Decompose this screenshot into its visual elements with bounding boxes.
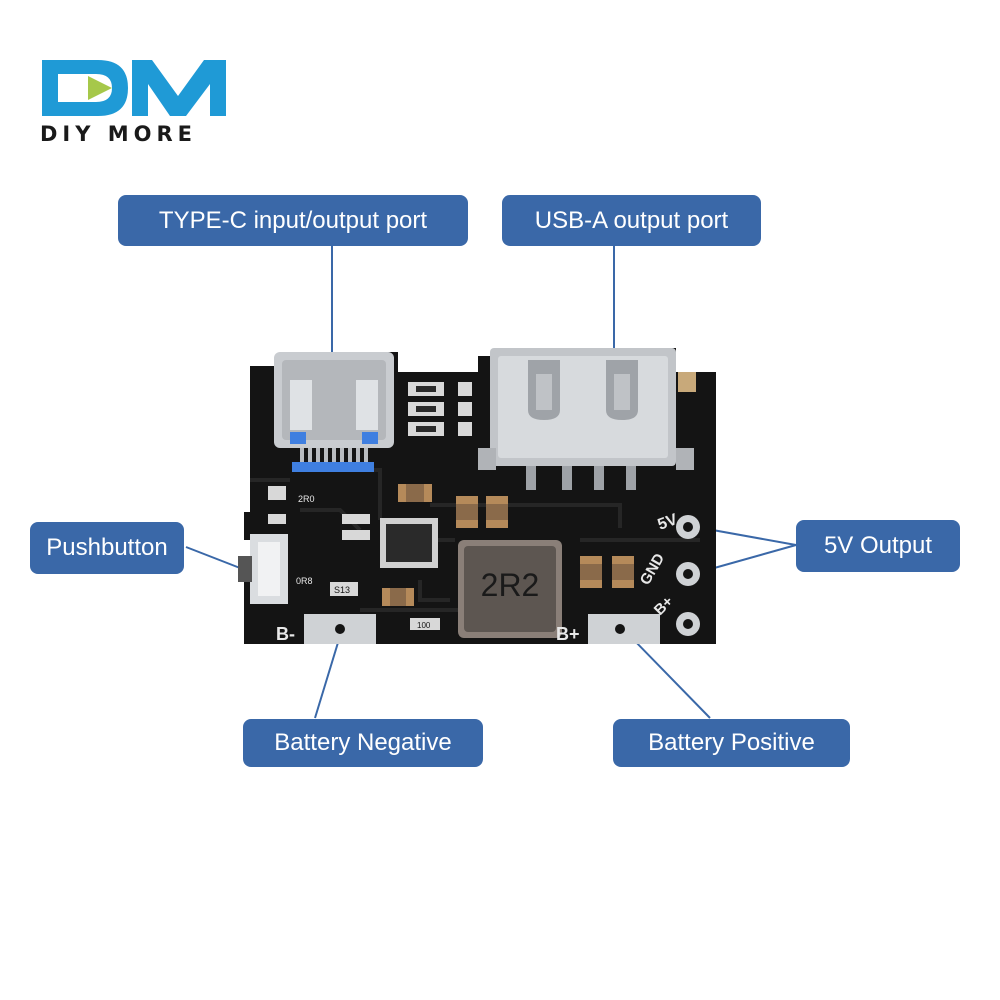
silk-b-plus: B+ bbox=[556, 624, 580, 644]
ic-chip bbox=[380, 518, 438, 568]
led-array bbox=[408, 382, 472, 436]
silk-b-minus: B- bbox=[276, 624, 295, 644]
output-pads bbox=[676, 515, 700, 636]
silk-r1: 2R0 bbox=[298, 494, 315, 504]
smd-components bbox=[268, 484, 634, 630]
pcb-board: 2R2 B- B+ 5V GND B+ 2R0 0R8 S13 bbox=[238, 348, 716, 644]
usb-a-connector bbox=[478, 348, 696, 490]
inductor: 2R2 bbox=[458, 540, 562, 638]
label-battery-positive: Battery Positive bbox=[613, 719, 850, 767]
silk-r2: 0R8 bbox=[296, 576, 313, 586]
leader-line-battery-positive bbox=[629, 635, 711, 719]
dm-logo-icon bbox=[42, 60, 226, 116]
label-pushbutton: Pushbutton bbox=[30, 522, 184, 574]
inductor-marking: 2R2 bbox=[481, 567, 540, 603]
silk-r3: S13 bbox=[334, 585, 350, 595]
label-usb-a-port: USB-A output port bbox=[502, 195, 761, 246]
brand-wordmark: DIY MORE bbox=[40, 122, 198, 146]
leader-lines bbox=[185, 246, 797, 719]
label-battery-negative: Battery Negative bbox=[243, 719, 483, 767]
leader-line-battery-negative bbox=[314, 635, 341, 719]
label-type-c-port: TYPE-C input/output port bbox=[118, 195, 468, 246]
silk-r4: 100 bbox=[417, 621, 431, 630]
type-c-connector bbox=[274, 352, 394, 472]
leader-line-pushbutton bbox=[185, 546, 241, 569]
label-5v-output: 5V Output bbox=[796, 520, 960, 572]
silk-pin-5v: 5V bbox=[656, 511, 681, 534]
pushbutton-switch bbox=[238, 534, 288, 604]
